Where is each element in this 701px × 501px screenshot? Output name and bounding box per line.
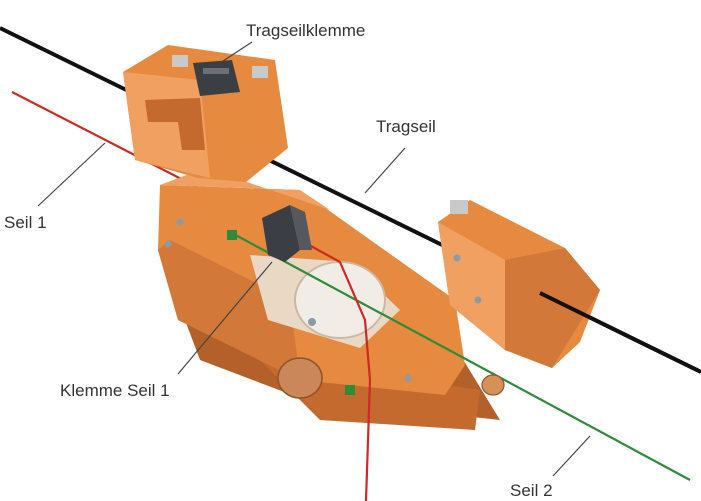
right-box-face <box>438 222 505 350</box>
leader-klemme-seil1 <box>177 261 273 375</box>
bolt <box>474 296 482 304</box>
leader-seil1 <box>37 142 106 207</box>
label-seil1: Seil 1 <box>4 213 47 232</box>
leader-tragseil <box>364 147 406 194</box>
klemme-seil1 <box>262 205 300 262</box>
tragseil-clamp <box>193 60 240 96</box>
tragseil-clamp-detail <box>203 68 229 74</box>
carriage-main-side <box>158 240 300 380</box>
leader-seil2 <box>552 435 591 477</box>
seil1-cable-lower <box>299 239 372 501</box>
label-tragseilklemme: Tragseilklemme <box>246 21 365 40</box>
label-tragseil: Tragseil <box>376 117 436 136</box>
green-marker-lower <box>345 385 355 395</box>
left-top-box-notch <box>145 98 205 150</box>
roller-lower <box>277 357 323 399</box>
left-box-plate-2 <box>252 66 268 78</box>
leader-tragseilklemme <box>219 41 253 64</box>
bolt <box>404 374 412 382</box>
seil2-cable <box>229 231 691 481</box>
roller-small <box>481 374 505 396</box>
bolt <box>164 240 172 248</box>
klemme-seil1-side <box>290 205 312 250</box>
label-seil2: Seil 2 <box>510 481 553 500</box>
tragseil-cable-front <box>539 291 701 374</box>
right-box-plate <box>450 200 468 214</box>
right-box-side <box>505 248 600 368</box>
carriage-main-top <box>160 168 330 210</box>
bolt <box>453 254 461 262</box>
left-box-plate-1 <box>172 55 188 67</box>
green-marker-upper <box>227 230 237 240</box>
bolt <box>308 318 316 326</box>
label-klemme-seil1: Klemme Seil 1 <box>60 381 170 400</box>
bolt <box>176 218 184 226</box>
